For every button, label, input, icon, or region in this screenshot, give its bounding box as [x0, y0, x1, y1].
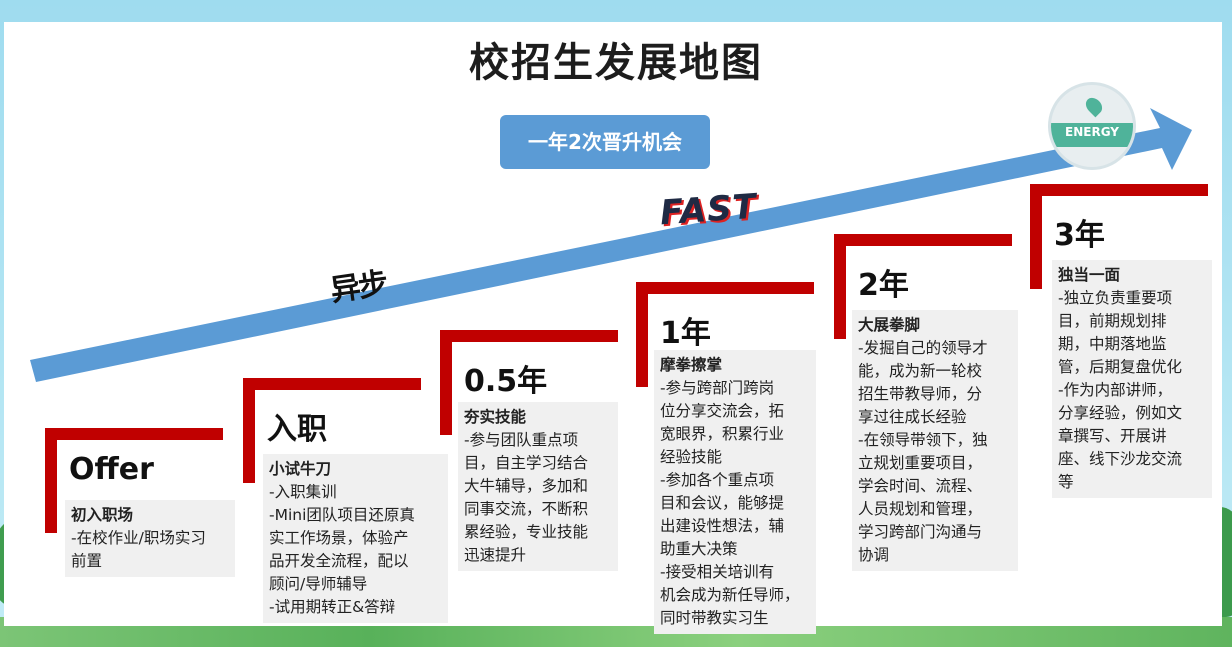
leaf-icon	[1082, 94, 1106, 118]
stage-line: -作为内部讲师，	[1058, 381, 1173, 399]
stage-line: 同事交流，不断积	[464, 500, 589, 518]
stage-line: 立规划重要项目，	[858, 454, 983, 472]
stage-bracket-top	[834, 234, 1012, 246]
stage-heading: 夯实技能	[464, 408, 527, 426]
stage-line: 管，后期复盘优化	[1058, 358, 1183, 376]
energy-badge: ENERGY	[1048, 82, 1136, 170]
stage-line: 人员规划和管理，	[858, 500, 983, 518]
stage-label: 3年	[1054, 218, 1105, 253]
stage-line: 期，中期落地监	[1058, 335, 1167, 353]
stage-line: -在校作业/职场实习	[71, 529, 206, 547]
stage-line: 学会时间、流程、	[858, 477, 983, 495]
stage-line: 座、线下沙龙交流	[1058, 450, 1183, 468]
stage-heading: 小试牛刀	[269, 460, 332, 478]
stage-line: 出建设性想法，辅	[660, 517, 785, 535]
stage-heading: 摩拳擦掌	[660, 356, 723, 374]
stage-label: 1年	[660, 316, 711, 351]
growth-arrow-shape	[30, 108, 1192, 382]
stage-line: -参加各个重点项	[660, 471, 775, 489]
stage-line: 位分享交流会，拓	[660, 402, 785, 420]
stage-bracket-side	[440, 330, 452, 435]
stage-line: -参与跨部门跨岗	[660, 379, 775, 397]
stage-line: 品开发全流程，配以	[269, 552, 409, 570]
stage-line: 经验技能	[660, 448, 723, 466]
stage-line: 学习跨部门沟通与	[858, 523, 983, 541]
stage-bracket-side	[243, 378, 255, 483]
stage-line: 迅速提升	[464, 546, 527, 564]
stage-line: -在领导带领下，独	[858, 431, 988, 449]
stage-bracket-side	[1030, 184, 1042, 289]
stage-line: 宽眼界，积累行业	[660, 425, 785, 443]
stage-line: -入职集训	[269, 483, 337, 501]
yibu-logo: 异步	[328, 266, 389, 309]
stage-line: 助重大决策	[660, 540, 738, 558]
stage-detail-box: 小试牛刀 -入职集训 -Mini团队项目还原真 实工作场景，体验产 品开发全流程…	[263, 454, 448, 623]
stage-bracket-side	[834, 234, 846, 339]
stage-line: 目，前期规划排	[1058, 312, 1167, 330]
stage-detail-box: 大展拳脚 -发掘自己的领导才 能，成为新一轮校 招生带教导师，分 享过往成长经验…	[852, 310, 1018, 571]
stage-label: 0.5年	[464, 364, 548, 399]
page-title: 校招生发展地图	[469, 40, 763, 86]
stage-line: 享过往成长经验	[858, 408, 967, 426]
stage-line: 顾问/导师辅导	[269, 575, 368, 593]
stage-label: 入职	[267, 412, 327, 447]
energy-band	[1051, 123, 1133, 147]
stage-three-year: 3年 独当一面 -独立负责重要项 目，前期规划排 期，中期落地监 管，后期复盘优…	[1030, 184, 1220, 498]
stage-label: Offer	[69, 452, 154, 487]
stage-bracket-top	[45, 428, 223, 440]
stage-line: 能，成为新一轮校	[858, 362, 983, 380]
stage-heading: 独当一面	[1058, 266, 1121, 284]
stage-detail-box: 摩拳擦掌 -参与跨部门跨岗 位分享交流会，拓 宽眼界，积累行业 经验技能 -参加…	[654, 350, 816, 634]
stage-heading: 大展拳脚	[858, 316, 921, 334]
promotion-badge: 一年2次晋升机会	[500, 115, 710, 169]
stage-line: -接受相关培训有	[660, 563, 775, 581]
stage-line: 目，自主学习结合	[464, 454, 589, 472]
stage-label: 2年	[858, 268, 909, 303]
stage-heading: 初入职场	[71, 506, 134, 524]
stage-line: 前置	[71, 552, 103, 570]
stage-line: 分享经验，例如文	[1058, 404, 1183, 422]
stage-one-year: 1年 摩拳擦掌 -参与跨部门跨岗 位分享交流会，拓 宽眼界，积累行业 经验技能 …	[636, 282, 816, 634]
stage-line: 协调	[858, 546, 890, 564]
stage-line: -试用期转正&答辩	[269, 598, 396, 616]
stage-bracket-side	[636, 282, 648, 387]
stage-offer: Offer 初入职场 -在校作业/职场实习 前置	[45, 428, 235, 578]
stage-line: -Mini团队项目还原真	[269, 506, 415, 524]
stage-bracket-top	[1030, 184, 1208, 196]
stage-detail-box: 初入职场 -在校作业/职场实习 前置	[65, 500, 235, 577]
stage-detail-box: 独当一面 -独立负责重要项 目，前期规划排 期，中期落地监 管，后期复盘优化 -…	[1052, 260, 1212, 498]
stage-line: 实工作场景，体验产	[269, 529, 409, 547]
stage-line: 招生带教导师，分	[858, 385, 983, 403]
stage-onboarding: 入职 小试牛刀 -入职集训 -Mini团队项目还原真 实工作场景，体验产 品开发…	[243, 378, 453, 623]
stage-line: 累经验，专业技能	[464, 523, 589, 541]
stage-detail-box: 夯实技能 -参与团队重点项 目，自主学习结合 大牛辅导，多加和 同事交流，不断积…	[458, 402, 618, 571]
stage-line: 等	[1058, 473, 1074, 491]
energy-label: ENERGY	[1065, 125, 1119, 139]
stage-line: 大牛辅导，多加和	[464, 477, 589, 495]
stage-line: -发掘自己的领导才	[858, 339, 988, 357]
stage-half-year: 0.5年 夯实技能 -参与团队重点项 目，自主学习结合 大牛辅导，多加和 同事交…	[440, 330, 620, 571]
stage-line: 目和会议，能够提	[660, 494, 785, 512]
stage-line: 同时带教实习生	[660, 609, 769, 627]
stage-bracket-top	[243, 378, 421, 390]
stage-bracket-top	[440, 330, 618, 342]
fast-logo: FAST	[658, 186, 759, 234]
stage-line: -参与团队重点项	[464, 431, 579, 449]
stage-line: -独立负责重要项	[1058, 289, 1173, 307]
stage-line: 章撰写、开展讲	[1058, 427, 1167, 445]
stage-bracket-top	[636, 282, 814, 294]
stage-bracket-side	[45, 428, 57, 533]
stage-line: 机会成为新任导师，	[660, 586, 800, 604]
stage-two-year: 2年 大展拳脚 -发掘自己的领导才 能，成为新一轮校 招生带教导师，分 享过往成…	[834, 234, 1024, 571]
